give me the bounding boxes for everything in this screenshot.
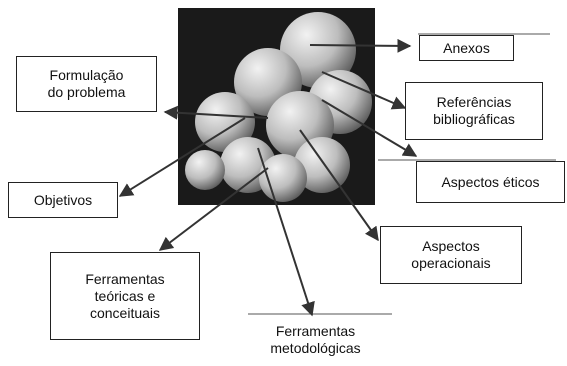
label-formulacao-do-problema: Formulação do problema (16, 56, 157, 112)
label-aspectos-operacionais: Aspectos operacionais (380, 226, 522, 284)
cell (185, 150, 225, 190)
label-referencias-bibliograficas: Referências bibliográficas (405, 82, 543, 140)
cell (259, 154, 307, 202)
label-objetivos: Objetivos (8, 182, 118, 218)
label-ferramentas-metodologicas: Ferramentas metodológicas (248, 318, 383, 362)
label-anexos: Anexos (419, 35, 514, 61)
label-aspectos-eticos: Aspectos éticos (416, 161, 565, 203)
label-ferramentas-teoricas-e-conceituais: Ferramentas teóricas e conceituais (50, 252, 200, 340)
arrow-anexos (310, 45, 410, 46)
